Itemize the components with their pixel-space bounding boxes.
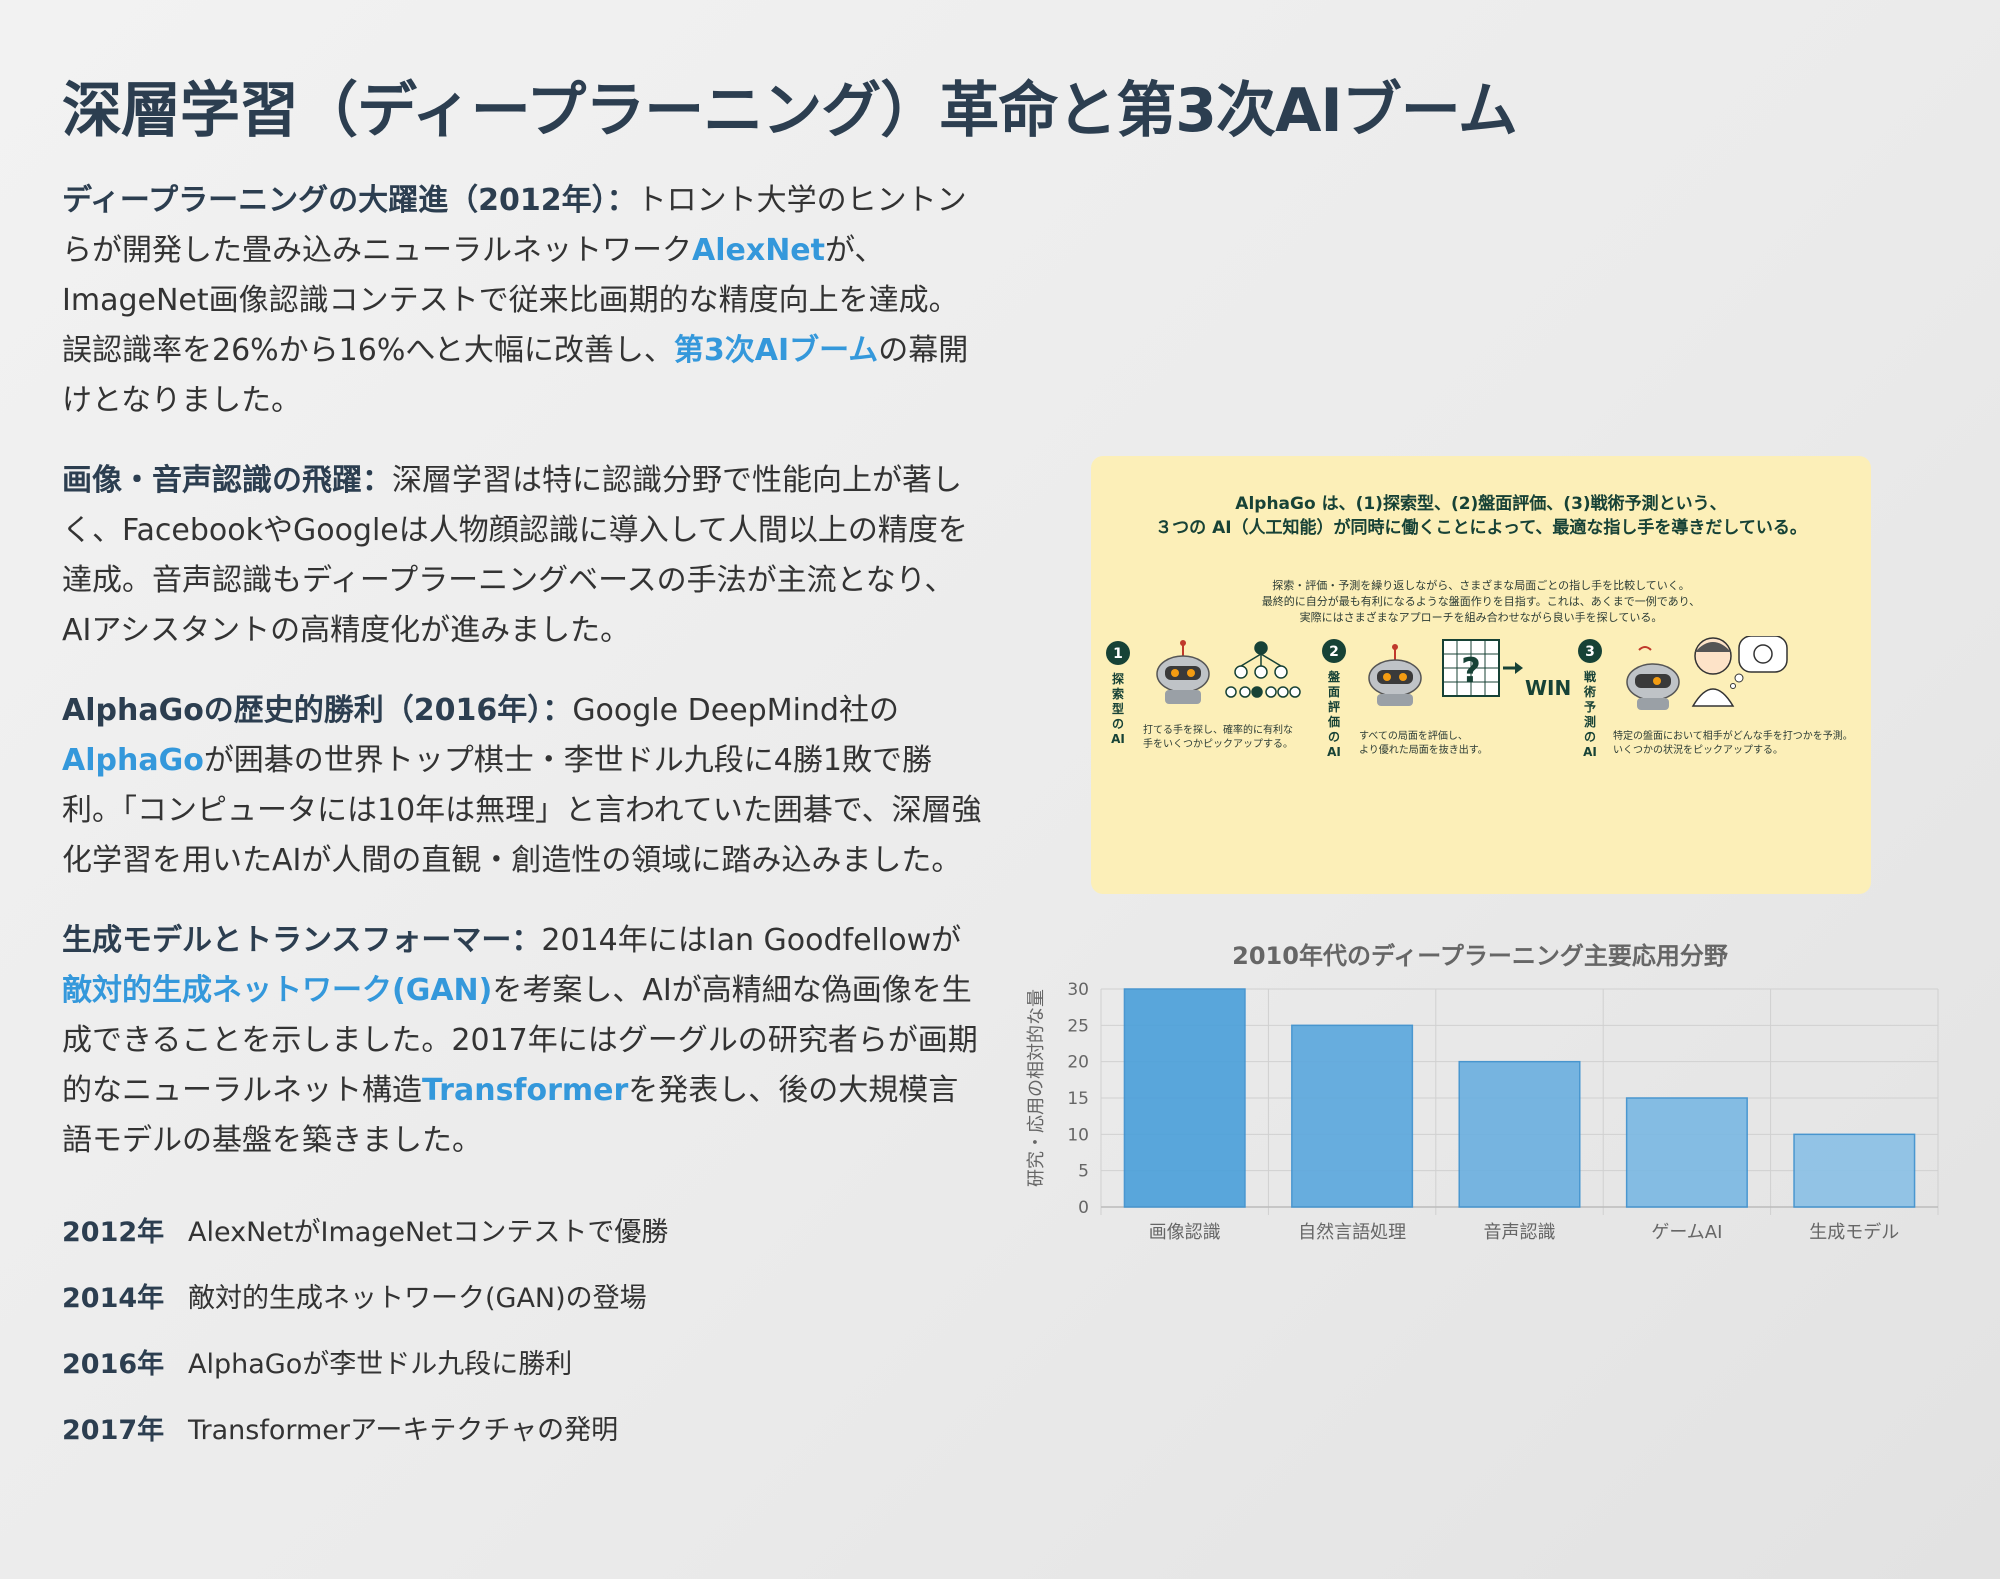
chart-bar	[1793, 1133, 1916, 1208]
chart-x-tick-label: 生成モデル	[1809, 1222, 1899, 1243]
chart-y-tick-label: 30	[1067, 980, 1089, 1000]
content-column: ディープラーニングの大躍進（2012年）：トロント大学のヒントンらが開発した畳み…	[62, 176, 982, 1460]
step-number-circle	[1578, 639, 1602, 663]
timeline-event: Transformerアーキテクチャの発明	[188, 1414, 619, 1446]
chart-bar	[1291, 1024, 1414, 1208]
robot-icon	[1368, 644, 1422, 706]
highlight-alphago: AlphaGo	[62, 743, 204, 778]
alphago-illustration: AlphaGo は、(1)探索型、(2)盤面評価、(3)戦術予測という、 ３つの…	[1091, 456, 1871, 894]
step2-description: すべての局面を評価し、 より優れた局面を抜き出す。	[1359, 730, 1488, 758]
section-text: を考案し、AIが高精細な偽画像を生成できることを示しました。2017年にはグーグ…	[62, 973, 978, 1108]
step3-description-line: 特定の盤面において相手がどんな手を打つかを予測。	[1613, 731, 1853, 742]
illustration-subtext-line: 探索・評価・予測を繰り返しながら、さまざまな局面ごとの指し手を比較していく。	[1272, 579, 1690, 592]
illustration-subtext: 探索・評価・予測を繰り返しながら、さまざまな局面ごとの指し手を比較していく。 最…	[1091, 578, 1871, 626]
win-label: WIN	[1525, 676, 1572, 700]
chart-svg: 2010年代のディープラーニング主要応用分野 研究・応用の相対的な量 0 5 10 1…	[1026, 942, 1939, 1243]
highlight-third-ai-boom: 第3次AIブーム	[673, 333, 879, 368]
timeline-item: 2016年 AlphaGoが李世ドル九段に勝利	[62, 1328, 982, 1394]
section-heading: 生成モデルとトランスフォーマー：	[62, 923, 542, 958]
go-board-icon: ?	[1442, 639, 1523, 697]
step-number-3: 3	[1585, 644, 1595, 660]
chart-bars	[1123, 988, 1916, 1208]
step2-description-line: すべての局面を評価し、	[1359, 731, 1468, 742]
chart-bar	[1625, 1097, 1748, 1208]
section-text: 2014年にはIan Goodfellowが	[541, 923, 962, 958]
section-recognition: 画像・音声認識の飛躍：深層学習は特に認識分野で性能向上が著しく、Facebook…	[62, 456, 982, 656]
section-alphago: AlphaGoの歴史的勝利（2016年）：Google DeepMind社の Al…	[62, 686, 982, 886]
svg-text:?: ?	[1461, 651, 1481, 691]
section-text: を発表し、後の大規模言語モデルの基盤を築きました。	[62, 1073, 959, 1158]
timeline-item: 2017年 Transformerアーキテクチャの発明	[62, 1394, 982, 1460]
section-text: 深層学習は特に認識分野で性能向上が著しく、FacebookやGoogleは人物顔…	[62, 463, 968, 648]
highlight-transformer: Transformer	[422, 1073, 629, 1108]
step1-description-line: 打てる手を探し、確率的に有利な	[1143, 725, 1293, 736]
chart-y-tick-label: 10	[1067, 1125, 1089, 1145]
robot-icon	[1626, 646, 1680, 710]
step1-description-line: 手をいくつかピックアップする。	[1143, 739, 1293, 750]
step-number-2: 2	[1329, 644, 1339, 660]
step3-description-line: いくつかの状況をピックアップする。	[1613, 745, 1783, 756]
section-text: Google DeepMind社の	[572, 693, 899, 728]
chart-y-tick-label: 15	[1067, 1089, 1089, 1109]
chart-x-ticks: 画像認識 自然言語処理 音声認識 ゲームAI 生成モデル	[1149, 1222, 1900, 1243]
highlight-gan: 敵対的生成ネットワーク(GAN)	[62, 973, 493, 1008]
chart-bar	[1123, 988, 1246, 1208]
step-number-1: 1	[1113, 646, 1123, 662]
illustration-subtext-line: 最終的に自分が最も有利になるような盤面作りを目指す。これは、あくまで一例であり、	[1261, 595, 1701, 608]
chart-x-tick-label: 音声認識	[1484, 1222, 1556, 1243]
step1-description: 打てる手を探し、確率的に有利な 手をいくつかピックアップする。	[1143, 724, 1293, 752]
step2-label: 盤面評価のAI	[1327, 670, 1341, 759]
timeline: 2012年 AlexNetがImageNetコンテストで優勝 2014年 敵対的…	[62, 1196, 982, 1460]
chart-bar	[1458, 1060, 1581, 1208]
timeline-event: AlexNetがImageNetコンテストで優勝	[188, 1216, 669, 1248]
step2-description-line: より優れた局面を抜き出す。	[1359, 745, 1488, 756]
step-number-circle	[1106, 641, 1130, 665]
chart-y-tick-label: 5	[1078, 1162, 1089, 1182]
chart-y-tick-label: 0	[1078, 1198, 1089, 1218]
illustration-graphics: 1 2 3	[1106, 636, 1788, 710]
illustration-headline-line: AlphaGo は、(1)探索型、(2)盤面評価、(3)戦術予測という、	[1235, 494, 1727, 514]
timeline-year: 2017年	[62, 1414, 165, 1446]
timeline-year: 2014年	[62, 1282, 165, 1314]
section-text: が囲碁の世界トップ棋士・李世ドル九段に4勝1敗で勝利。「コンピュータには10年は…	[62, 743, 982, 878]
applications-chart: 2010年代のディープラーニング主要応用分野 研究・応用の相対的な量 0 5 10 1…	[1020, 930, 1970, 1250]
timeline-year: 2016年	[62, 1348, 165, 1380]
step1-label: 探索型のAI	[1111, 672, 1125, 746]
illustration-headline: AlphaGo は、(1)探索型、(2)盤面評価、(3)戦術予測という、 ３つの…	[1091, 492, 1871, 540]
chart-y-axis-label: 研究・応用の相対的な量	[1026, 989, 1047, 1187]
illustration-headline-line: ３つの AI（人工知能）が同時に働くことによって、最適な指し手を導きだしている。	[1155, 518, 1807, 538]
illustration-subtext-line: 実際にはさまざまなアプローチを組み合わせながら良い手を探している。	[1299, 611, 1663, 624]
chart-x-tick-label: 自然言語処理	[1298, 1222, 1406, 1243]
timeline-item: 2012年 AlexNetがImageNetコンテストで優勝	[62, 1196, 982, 1262]
step-number-circle	[1322, 639, 1346, 663]
timeline-event: AlphaGoが李世ドル九段に勝利	[188, 1348, 573, 1380]
timeline-year: 2012年	[62, 1216, 165, 1248]
chart-y-ticks: 0 5 10 15 20 25 30	[1067, 980, 1089, 1218]
thought-bubble-icon	[1730, 636, 1788, 689]
robot-icon	[1156, 640, 1210, 704]
section-alexnet: ディープラーニングの大躍進（2012年）：トロント大学のヒントンらが開発した畳み…	[62, 176, 982, 426]
section-heading: 画像・音声認識の飛躍：	[62, 463, 392, 498]
person-icon	[1691, 637, 1735, 707]
timeline-item: 2014年 敵対的生成ネットワーク(GAN)の登場	[62, 1262, 982, 1328]
search-tree-icon	[1225, 641, 1301, 698]
section-text: が、ImageNet画像認識コンテストで従来比画期的な精度向上を達成。誤認識率を…	[62, 233, 959, 368]
step3-label: 戦術予測のAI	[1583, 670, 1597, 759]
section-heading: ディープラーニングの大躍進（2012年）：	[62, 183, 637, 218]
section-generative: 生成モデルとトランスフォーマー：2014年にはIan Goodfellowが敵対…	[62, 916, 982, 1166]
section-text: トロント大学のヒントンらが開発した畳み込みニューラルネットワーク	[62, 183, 967, 268]
highlight-alexnet: AlexNet	[692, 233, 825, 268]
chart-x-tick-label: ゲームAI	[1651, 1222, 1722, 1243]
chart-y-tick-label: 20	[1067, 1053, 1089, 1073]
section-text: の幕開けとなりました。	[62, 333, 969, 418]
chart-title: 2010年代のディープラーニング主要応用分野	[1232, 942, 1728, 970]
chart-y-tick-label: 25	[1067, 1016, 1089, 1036]
chart-x-tick-label: 画像認識	[1149, 1222, 1221, 1243]
timeline-event: 敵対的生成ネットワーク(GAN)の登場	[188, 1282, 647, 1314]
step3-description: 特定の盤面において相手がどんな手を打つかを予測。 いくつかの状況をピックアップす…	[1613, 730, 1853, 758]
section-heading: AlphaGoの歴史的勝利（2016年）：	[62, 693, 573, 728]
page-title: 深層学習（ディープラーニング）革命と第3次AIブーム	[62, 76, 1518, 146]
